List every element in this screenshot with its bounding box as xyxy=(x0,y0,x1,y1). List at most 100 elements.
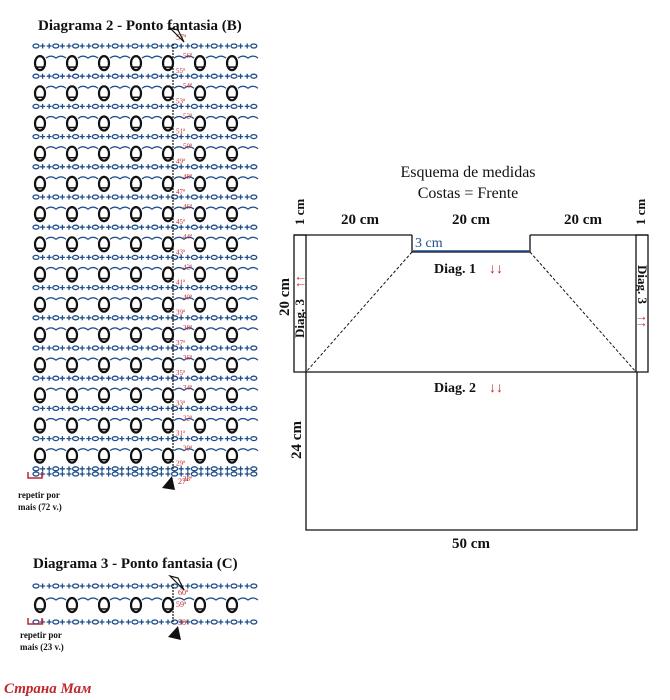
row-number: 48ª xyxy=(183,173,192,181)
chain-loop xyxy=(173,236,195,241)
puff-stitch xyxy=(65,357,79,374)
single-stitch xyxy=(46,73,52,79)
chain-loop xyxy=(205,266,227,271)
chain-loop xyxy=(141,597,163,601)
chain-loop xyxy=(109,357,131,361)
puff-stitch xyxy=(161,54,175,72)
chain-stitch xyxy=(151,375,159,381)
single-stitch xyxy=(158,345,164,351)
single-stitch xyxy=(185,375,191,381)
chain-stitch xyxy=(71,619,80,625)
single-stitch xyxy=(224,471,230,477)
single-stitch xyxy=(86,164,92,170)
single-stitch xyxy=(125,436,131,442)
single-stitch xyxy=(59,103,65,109)
chain-stitch xyxy=(210,224,218,230)
diagram3-title: Diagrama 3 - Ponto fantasia (C) xyxy=(33,556,238,572)
single-stitch xyxy=(79,471,85,477)
chain-loop xyxy=(45,357,67,361)
chain-stitch xyxy=(230,164,238,170)
diagram2-repeat-bracket xyxy=(27,472,43,479)
single-stitch xyxy=(178,471,184,477)
single-stitch xyxy=(185,583,191,589)
row-number: 49ª xyxy=(176,158,185,166)
chain-stitch xyxy=(91,435,100,442)
row-number: 39ª xyxy=(176,309,185,317)
single-stitch xyxy=(185,224,191,230)
puff-stitch xyxy=(193,145,207,162)
single-stitch xyxy=(40,103,46,109)
single-stitch xyxy=(185,164,191,170)
chain-stitch xyxy=(170,164,179,170)
puff-stitch xyxy=(161,417,175,434)
chain-stitch xyxy=(230,583,238,589)
single-stitch xyxy=(86,103,92,109)
single-stitch xyxy=(46,405,52,411)
single-stitch xyxy=(79,345,85,351)
puff-stitch xyxy=(129,145,143,162)
diagram2-repeat-label-2: mais (72 v.) xyxy=(18,502,62,512)
puff-stitch xyxy=(193,447,207,464)
chain-stitch xyxy=(32,583,40,589)
chain-loop xyxy=(141,297,163,301)
single-stitch xyxy=(86,619,92,625)
single-stitch xyxy=(185,436,191,442)
chain-stitch xyxy=(210,164,218,170)
chain-stitch xyxy=(230,254,238,261)
single-stitch xyxy=(66,43,72,49)
single-stitch xyxy=(205,471,211,477)
single-stitch xyxy=(224,254,230,260)
chain-stitch xyxy=(170,466,179,472)
single-stitch xyxy=(158,619,164,625)
single-stitch xyxy=(66,619,72,625)
chain-stitch xyxy=(111,466,119,472)
puff-stitch xyxy=(33,387,47,404)
single-stitch xyxy=(145,583,151,589)
single-stitch xyxy=(119,134,125,140)
single-stitch xyxy=(125,224,131,230)
single-stitch xyxy=(99,73,105,79)
chain-stitch xyxy=(32,315,40,321)
chain-stitch xyxy=(230,43,238,49)
chain-stitch xyxy=(190,43,199,49)
single-stitch xyxy=(205,436,211,442)
single-stitch xyxy=(46,224,52,230)
single-stitch xyxy=(178,619,184,625)
puff-stitch xyxy=(97,357,111,374)
chain-loop xyxy=(237,597,259,601)
single-stitch xyxy=(139,164,145,170)
row-number: 40ª xyxy=(183,294,192,302)
row-number: 30ª xyxy=(183,445,192,453)
chain-stitch xyxy=(250,164,258,170)
chain-loop xyxy=(77,115,99,120)
puff-stitch xyxy=(193,115,207,132)
puff-stitch xyxy=(65,326,79,343)
single-stitch xyxy=(66,164,72,170)
chain-stitch xyxy=(210,583,218,589)
single-stitch xyxy=(205,583,211,589)
single-stitch xyxy=(99,471,105,477)
puff-stitch xyxy=(225,206,239,223)
single-stitch xyxy=(119,345,125,351)
single-stitch xyxy=(125,471,131,477)
single-stitch xyxy=(139,345,145,351)
chain-stitch xyxy=(210,254,218,261)
single-stitch xyxy=(205,285,211,291)
chain-stitch xyxy=(52,103,60,110)
chain-stitch xyxy=(151,284,159,291)
single-stitch xyxy=(238,73,244,79)
puff-stitch xyxy=(97,115,111,132)
chain-stitch xyxy=(32,73,40,79)
chain-stitch xyxy=(170,375,179,381)
chain-stitch xyxy=(151,254,159,261)
single-stitch xyxy=(218,315,224,321)
chain-loop xyxy=(77,597,99,601)
single-stitch xyxy=(106,315,112,321)
single-stitch xyxy=(46,315,52,321)
chain-stitch xyxy=(210,619,218,625)
single-stitch xyxy=(119,436,125,442)
puff-stitch xyxy=(161,115,175,132)
single-stitch xyxy=(139,103,145,109)
single-stitch xyxy=(145,134,151,140)
chain-stitch xyxy=(52,133,60,140)
